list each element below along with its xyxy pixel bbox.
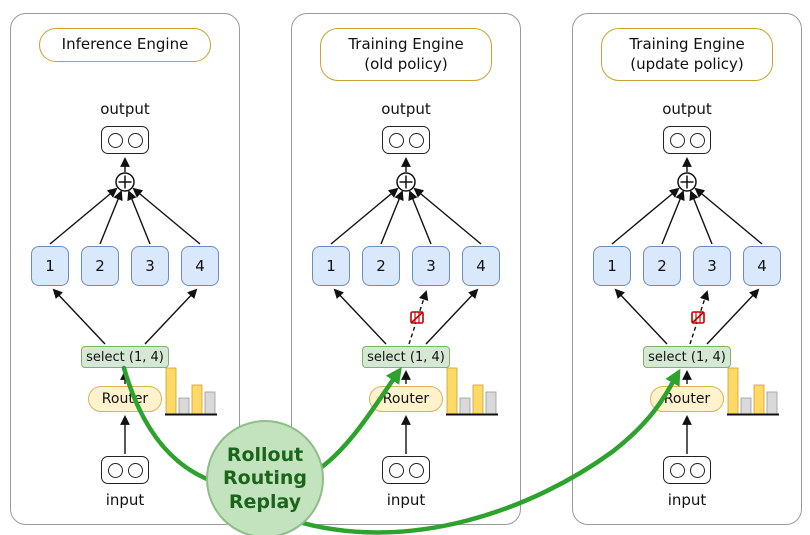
input-box [382, 456, 430, 484]
expert-3: 3 [131, 246, 169, 286]
panel-title-line2: (old policy) [364, 54, 448, 73]
expert-1: 1 [31, 246, 69, 286]
neuron-dot [127, 132, 143, 148]
expert-1: 1 [312, 246, 350, 286]
sum-plus-icon [115, 172, 135, 192]
replay-bubble-line2: Routing [223, 467, 307, 490]
output-box [382, 126, 430, 154]
sum-plus-icon [396, 172, 416, 192]
router-distribution-chart-icon [727, 367, 779, 416]
panel-training-engine-update: Training Engine (update policy) output [572, 13, 802, 525]
output-label: output [100, 100, 150, 118]
panel-title: Training Engine (old policy) [320, 28, 492, 81]
expert-2: 2 [81, 246, 119, 286]
neuron-dot [408, 132, 424, 148]
neuron-dot [689, 132, 705, 148]
expert-2: 2 [643, 246, 681, 286]
output-box [101, 126, 149, 154]
input-box [663, 456, 711, 484]
panel-title: Inference Engine [39, 28, 211, 62]
neuron-dot [388, 132, 404, 148]
panel-title: Training Engine (update policy) [601, 28, 773, 81]
input-label: input [667, 491, 707, 509]
select-box: select (1, 4) [81, 346, 169, 368]
sum-plus-icon [677, 172, 697, 192]
neuron-dot [669, 132, 685, 148]
expert-4: 4 [743, 246, 781, 286]
expert-4: 4 [181, 246, 219, 286]
replay-bubble-line1: Rollout [226, 444, 304, 467]
select-box: select (1, 4) [643, 346, 731, 368]
rollout-routing-replay-bubble: Rollout Routing Replay [206, 420, 324, 535]
router-box: Router [369, 386, 443, 412]
neuron-dot [689, 462, 705, 478]
panel-training-engine-old: Training Engine (old policy) output [291, 13, 521, 525]
input-label: input [386, 491, 426, 509]
output-label: output [381, 100, 431, 118]
replay-bubble-line3: Replay [228, 490, 302, 513]
router-box: Router [88, 386, 162, 412]
output-box [663, 126, 711, 154]
router-distribution-chart-icon [165, 367, 217, 416]
panel-title-line1: Training Engine [348, 35, 464, 53]
select-box: select (1, 4) [362, 346, 450, 368]
neuron-dot [408, 462, 424, 478]
panel-title-line2: (update policy) [630, 54, 744, 73]
neuron-dot [107, 462, 123, 478]
output-label: output [662, 100, 712, 118]
neuron-dot [107, 132, 123, 148]
neuron-dot [388, 462, 404, 478]
discard-icon [410, 311, 424, 324]
expert-4: 4 [462, 246, 500, 286]
input-label: input [105, 491, 145, 509]
router-box: Router [650, 386, 724, 412]
expert-1: 1 [593, 246, 631, 286]
discard-icon [691, 311, 705, 324]
panel-title-line1: Inference Engine [61, 35, 189, 53]
expert-2: 2 [362, 246, 400, 286]
panel-title-line1: Training Engine [629, 35, 745, 53]
neuron-dot [669, 462, 685, 478]
input-box [101, 456, 149, 484]
router-distribution-chart-icon [446, 367, 498, 416]
panel-inference-engine: Inference Engine output [10, 13, 240, 525]
neuron-dot [127, 462, 143, 478]
expert-3: 3 [693, 246, 731, 286]
expert-3: 3 [412, 246, 450, 286]
